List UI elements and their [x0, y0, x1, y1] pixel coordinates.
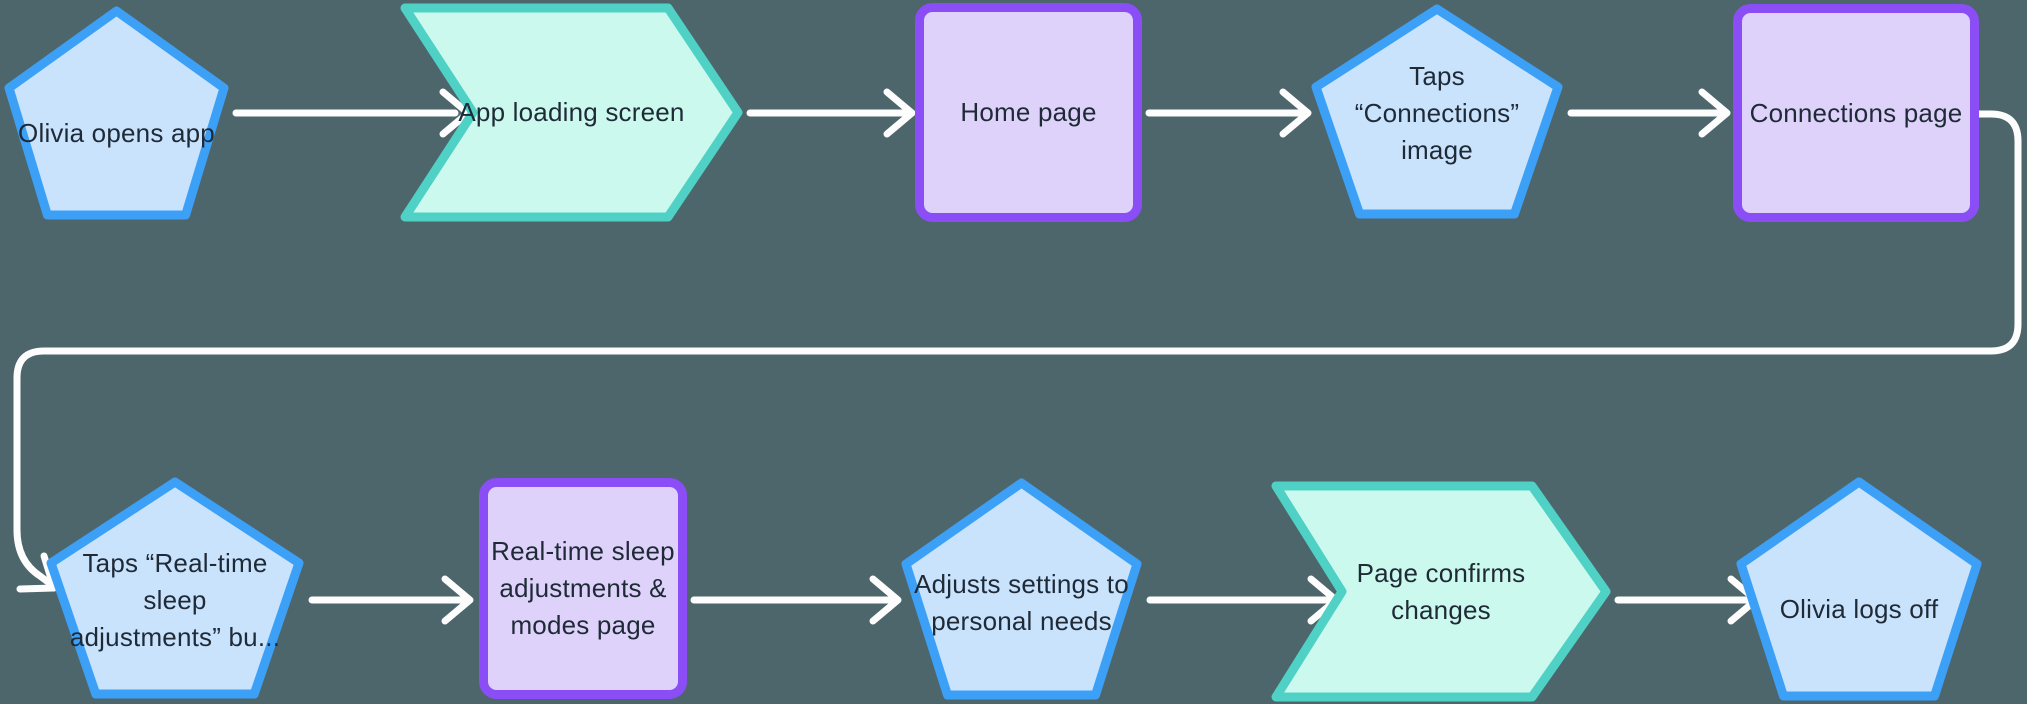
node-adjusts-settings[interactable]: Adjusts settings to personal needs [901, 478, 1142, 700]
edge-n2-n3[interactable] [746, 88, 916, 138]
edge-n7-n8[interactable] [690, 575, 902, 625]
node-label: Home page [960, 97, 1097, 127]
node-connections-page[interactable]: Connections page [1733, 4, 1979, 222]
node-label: Adjusts settings to personal needs [914, 569, 1129, 636]
chevron-shape [1271, 481, 1611, 702]
node-label: Olivia logs off [1779, 593, 1939, 624]
node-taps-realtime-sleep-adjustments[interactable]: Taps “Real-time sleep adjustments” bu... [46, 477, 304, 699]
node-label: Page confirms changes [1356, 557, 1526, 625]
pentagon-shape [1736, 477, 1982, 701]
edge-n3-n4[interactable] [1145, 88, 1312, 138]
pentagon-shape [46, 477, 304, 699]
node-taps-connections-image[interactable]: Taps “Connections” image [1311, 4, 1563, 219]
pentagon-shape [1311, 4, 1563, 219]
node-page-confirms-changes[interactable]: Page confirms changes [1271, 481, 1611, 702]
rect-shape [915, 3, 1142, 222]
chevron-shape [400, 3, 743, 222]
node-label: App loading screen [458, 97, 685, 127]
edge-n5-n6-wrap-around[interactable] [13, 110, 2022, 593]
rect-shape [1733, 4, 1979, 222]
node-olivia-opens-app[interactable]: Olivia opens app [4, 6, 229, 220]
edge-n6-n7[interactable] [308, 575, 474, 625]
node-label: Olivia opens app [18, 117, 215, 148]
pentagon-shape [4, 6, 229, 220]
rect-shape [479, 478, 687, 699]
pentagon-shape [901, 478, 1142, 700]
node-realtime-sleep-adjustments-page[interactable]: Real-time sleep adjustments & modes page [479, 478, 687, 699]
edge-n4-n5[interactable] [1567, 88, 1731, 138]
node-label: Taps “Connections” image [1354, 61, 1520, 165]
node-label: Connections page [1749, 97, 1963, 128]
node-olivia-logs-off[interactable]: Olivia logs off [1736, 477, 1982, 701]
node-app-loading-screen[interactable]: App loading screen [400, 3, 743, 222]
node-label: Real-time sleep adjustments & modes page [491, 536, 675, 640]
node-label: Taps “Real-time sleep adjustments” bu... [69, 547, 281, 652]
node-home-page[interactable]: Home page [915, 3, 1142, 222]
